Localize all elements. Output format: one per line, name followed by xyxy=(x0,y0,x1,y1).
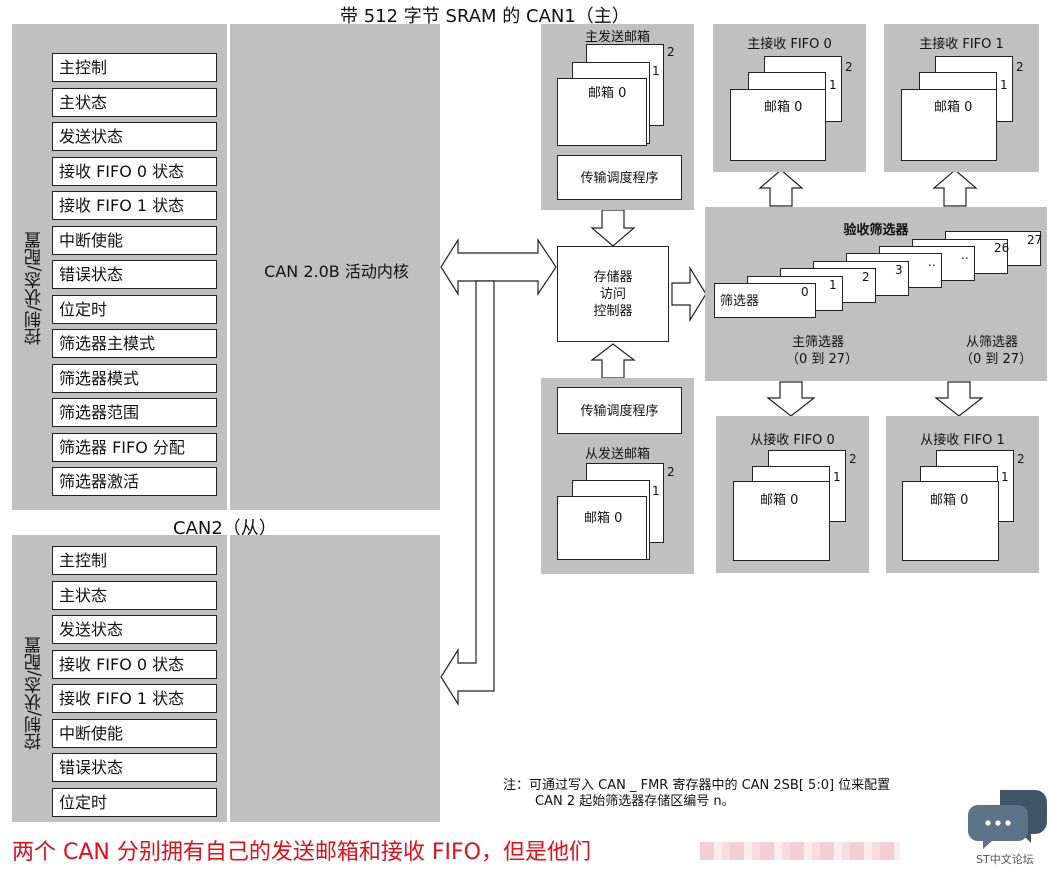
filter-slave-fifo1-arrow xyxy=(934,381,984,417)
slave-fifo1-mailbox-label: 邮箱 0 xyxy=(930,493,969,508)
slave-scheduler: 传输调度程序 xyxy=(557,387,682,434)
note-line-1: 注：可通过写入 CAN _ FMR 寄存器中的 CAN 2SB[ 5:0] 位来… xyxy=(503,778,891,793)
register-row: 错误状态 xyxy=(52,260,217,289)
register-row: 筛选器 FIFO 分配 xyxy=(52,432,217,462)
caption-text: 两个 CAN 分别拥有自己的发送邮箱和接收 FIFO，但是他们 xyxy=(12,840,591,865)
register-row: 位定时 xyxy=(52,294,217,324)
master-fifo1-num-2: 2 xyxy=(1016,60,1024,74)
slave-fifo0-num-2: 2 xyxy=(849,452,857,466)
register-row: 中断使能 xyxy=(52,225,217,255)
register-row: 筛选器主模式 xyxy=(52,329,217,358)
master-tx-title: 主发送邮箱 xyxy=(584,30,650,45)
master-fifo0-mailbox-0 xyxy=(730,89,826,161)
memory-access-controller: 存储器 访问 控制器 xyxy=(557,246,669,342)
register-row: 筛选器激活 xyxy=(52,467,217,496)
can2-title: CAN2（从） xyxy=(173,518,277,539)
master-tx-mailbox-label: 邮箱 0 xyxy=(588,86,627,101)
slave-fifo1-num-1: 1 xyxy=(1001,470,1009,484)
filter-bank-number: 1 xyxy=(829,277,837,292)
master-fifo1-mailbox-0 xyxy=(901,89,997,161)
memctrl-line-2: 访问 xyxy=(599,287,626,302)
filter-title: 验收筛选器 xyxy=(843,223,909,238)
filter-bank-number: .. xyxy=(961,248,969,262)
filter-slave-fifo0-arrow xyxy=(766,381,816,417)
slave-filter-label: 从筛选器 xyxy=(966,335,1019,350)
slave-tx-title: 从发送邮箱 xyxy=(584,447,650,462)
register-row: 发送状态 xyxy=(52,615,217,644)
slave-tx-num-1: 1 xyxy=(652,484,660,498)
slave-fifo0-mailbox-label: 邮箱 0 xyxy=(760,493,799,508)
watermark-text: ST中文论坛 xyxy=(976,853,1034,866)
slave-filter-range: （0 到 27） xyxy=(960,352,1033,367)
master-scheduler-arrow xyxy=(590,209,636,247)
can2-bus-arrow xyxy=(440,280,495,707)
master-filter-label: 主筛选器 xyxy=(792,335,845,350)
register-row: 接收 FIFO 1 状态 xyxy=(52,191,217,220)
slave-scheduler-arrow xyxy=(590,343,636,379)
filter-fifo1-arrow xyxy=(932,169,978,207)
slave-fifo1-mailbox-0 xyxy=(902,481,999,561)
filter-bank-number: 0 xyxy=(801,285,809,299)
filter-bank-number: 2 xyxy=(862,270,870,285)
filter-bank-number: 26 xyxy=(994,240,1010,255)
master-tx-num-1: 1 xyxy=(652,64,660,78)
memctrl-line-1: 存储器 xyxy=(593,270,633,285)
memctrl-filter-arrow xyxy=(671,265,707,323)
register-row: 筛选器模式 xyxy=(52,363,217,393)
filter-fifo0-arrow xyxy=(758,169,804,207)
master-tx-num-2: 2 xyxy=(667,45,675,59)
register-row: 主控制 xyxy=(52,53,217,82)
slave-tx-mailbox-label: 邮箱 0 xyxy=(584,511,623,526)
slave-fifo0-title: 从接收 FIFO 0 xyxy=(750,433,835,448)
filter-front-label: 筛选器 xyxy=(720,294,760,309)
master-fifo0-num-2: 2 xyxy=(845,60,853,74)
master-fifo0-title: 主接收 FIFO 0 xyxy=(747,37,832,52)
master-fifo0-mailbox-label: 邮箱 0 xyxy=(764,100,803,115)
register-row: 发送状态 xyxy=(52,122,217,151)
blurred-caption-remainder xyxy=(700,842,900,860)
memctrl-line-3: 控制器 xyxy=(593,304,633,319)
master-fifo1-title: 主接收 FIFO 1 xyxy=(919,37,1004,52)
register-row: 接收 FIFO 0 状态 xyxy=(52,156,217,186)
register-row: 主控制 xyxy=(52,546,217,575)
can1-core-label: CAN 2.0B 活动内核 xyxy=(264,262,409,281)
slave-fifo1-num-2: 2 xyxy=(1017,452,1025,466)
master-filter-range: （0 到 27） xyxy=(786,352,859,367)
register-row: 位定时 xyxy=(52,787,217,817)
slave-fifo0-mailbox-0 xyxy=(733,481,830,561)
slave-fifo1-title: 从接收 FIFO 1 xyxy=(920,433,1005,448)
slave-tx-num-2: 2 xyxy=(667,465,675,479)
master-fifo0-num-1: 1 xyxy=(829,78,837,92)
master-fifo1-mailbox-label: 邮箱 0 xyxy=(934,100,973,115)
filter-bank-front xyxy=(714,283,816,318)
slave-tx-mailbox-0 xyxy=(557,496,647,560)
register-row: 筛选器范围 xyxy=(52,398,217,427)
filter-bank-number: 27 xyxy=(1027,233,1043,248)
master-fifo1-num-1: 1 xyxy=(1000,78,1008,92)
register-row: 接收 FIFO 0 状态 xyxy=(52,649,217,679)
register-row: 接收 FIFO 1 状态 xyxy=(52,684,217,713)
master-scheduler: 传输调度程序 xyxy=(557,155,682,200)
slave-fifo0-num-1: 1 xyxy=(833,470,841,484)
can1-title: 带 512 字节 SRAM 的 CAN1（主） xyxy=(340,6,630,27)
register-row: 错误状态 xyxy=(52,753,217,782)
register-row: 主状态 xyxy=(52,87,217,117)
filter-bank-number: 3 xyxy=(895,262,903,277)
master-tx-mailbox-0 xyxy=(557,78,647,146)
note-line-2: CAN 2 起始筛选器存储区编号 n。 xyxy=(535,794,735,809)
filter-bank-number: .. xyxy=(928,255,936,270)
register-row: 主状态 xyxy=(52,580,217,610)
can1-bus-arrow xyxy=(440,237,557,297)
register-row: 中断使能 xyxy=(52,718,217,748)
